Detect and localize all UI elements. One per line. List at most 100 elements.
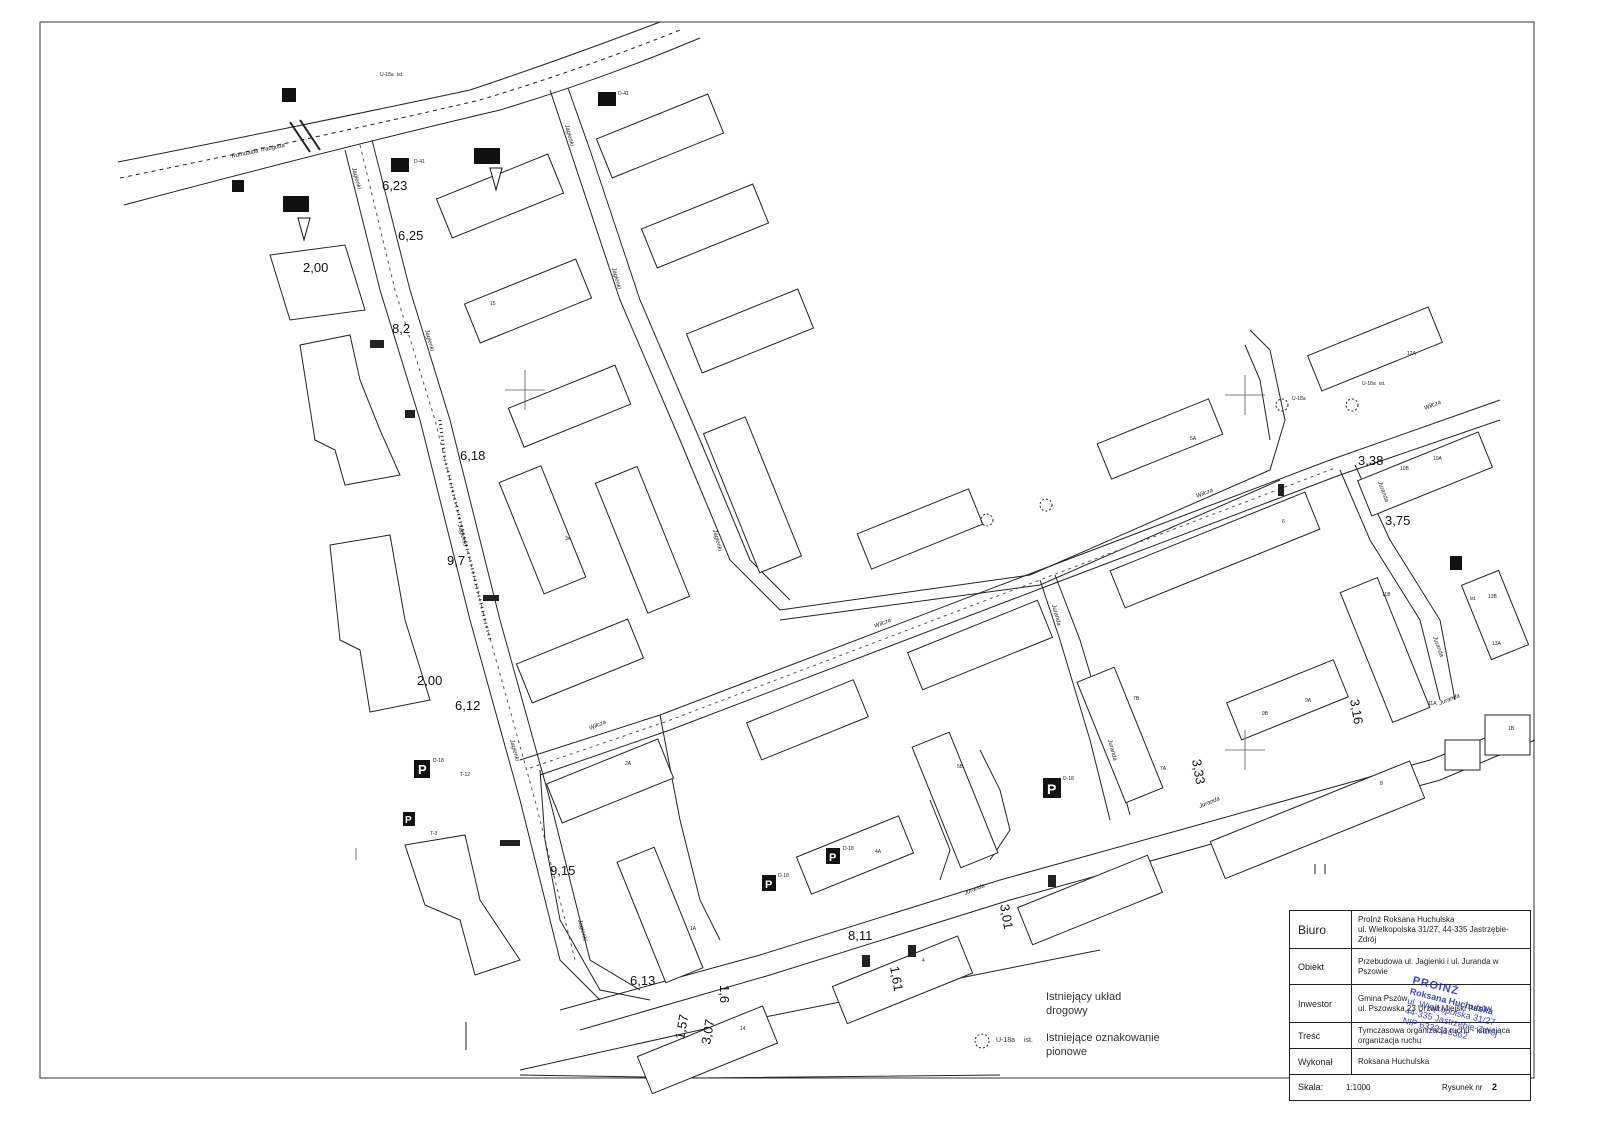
rysunek-value: 2: [1492, 1082, 1498, 1092]
svg-text:P: P: [1047, 781, 1056, 797]
svg-text:13A: 13A: [1492, 641, 1502, 647]
svg-text:D-18: D-18: [433, 758, 444, 764]
svg-text:13B: 13B: [1488, 594, 1498, 600]
street-label: Juranda: [1106, 738, 1118, 762]
svg-text:9B: 9B: [1262, 711, 1269, 717]
dim-label: 3,38: [1358, 453, 1383, 468]
street-label: Romualda Traugutta: [231, 143, 286, 160]
street-label: Jagienki: [456, 523, 468, 547]
legend-existing-signs: Istniejące oznakowanie pionowe: [1046, 1032, 1160, 1058]
biuro-label: Biuro: [1290, 911, 1352, 948]
svg-text:9A: 9A: [1305, 698, 1312, 704]
wilcza-road: [519, 399, 1501, 776]
dim-label: 3,16: [1347, 698, 1366, 726]
street-label: Jagienki: [711, 528, 723, 552]
dim-label: 1,6: [717, 985, 732, 1003]
biuro-value-line1: ProInż Roksana Huchulska: [1358, 914, 1455, 924]
svg-text:U-18a: U-18a: [1292, 396, 1306, 402]
svg-text:8: 8: [1380, 781, 1383, 787]
title-row-biuro: Biuro ProInż Roksana Huchulska ul. Wielk…: [1290, 911, 1530, 949]
svg-text:7B: 7B: [1133, 696, 1140, 702]
dim-label: 3,01: [997, 903, 1016, 931]
dim-label: 2,00: [303, 260, 328, 275]
building-numbers: 1B 1A 2A 3A 4 4A 5A 5B 6 7A 7B 8 9A 9B 1…: [490, 301, 1515, 1032]
svg-text:D-41: D-41: [414, 159, 425, 165]
svg-text:ist.: ist.: [397, 72, 403, 78]
legend-sign-suffix: ist.: [1024, 1037, 1033, 1044]
obiekt-value: Przebudowa ul. Jagienki i ul. Juranda w …: [1358, 956, 1499, 976]
dim-label: 8,11: [848, 928, 872, 943]
obiekt-label: Obiekt: [1290, 949, 1352, 984]
dim-label: 1,61: [887, 965, 906, 993]
left-buildings: [269, 244, 521, 976]
jagienki-road: [344, 139, 641, 1001]
buildings: [435, 93, 1531, 1095]
dim-label: 9,7: [447, 553, 465, 568]
svg-text:12A: 12A: [1407, 351, 1417, 357]
svg-text:11A: 11A: [1428, 701, 1437, 707]
dim-label: 1,57: [672, 1013, 691, 1041]
svg-text:ist.: ist.: [1379, 381, 1385, 387]
svg-text:D-18: D-18: [1063, 776, 1074, 782]
svg-text:14: 14: [740, 1026, 746, 1032]
inwestor-value-line1: Gmina Pszów: [1358, 993, 1408, 1003]
inwestor-value: Gmina Pszów ul. Pszowska 23 Urząd Miejsk…: [1358, 985, 1526, 1022]
dim-label: 8,2: [392, 321, 410, 336]
street-label: Wilcza: [874, 617, 893, 629]
title-row-tresc: Treść Tymczasowa organizacja ruchu - ist…: [1290, 1023, 1530, 1049]
title-row-inwestor: Inwestor Gmina Pszów ul. Pszowska 23 Urz…: [1290, 985, 1530, 1023]
legend-sign-code: U-18a: [996, 1037, 1016, 1044]
svg-text:P: P: [765, 879, 772, 891]
svg-text:U-18a: U-18a: [380, 72, 394, 78]
crosshair-marks: [355, 370, 1265, 860]
svg-text:2A: 2A: [625, 761, 632, 767]
sign-code-labels: D-41 D-41 D-18 D-18 D-18 D-18 T-12 T-3 U…: [380, 72, 1476, 879]
dim-label: 3,07: [698, 1018, 717, 1046]
skala-label: Skala:: [1298, 1082, 1324, 1092]
svg-text:3A: 3A: [565, 536, 572, 542]
svg-text:D-18: D-18: [843, 846, 854, 852]
biuro-value: ProInż Roksana Huchulska ul. Wielkopolsk…: [1358, 911, 1526, 948]
svg-text:6: 6: [1282, 519, 1285, 525]
svg-text:11B: 11B: [1382, 592, 1391, 598]
title-block: Biuro ProInż Roksana Huchulska ul. Wielk…: [1289, 910, 1531, 1101]
legend-u18a-marker: [974, 1033, 990, 1049]
parking-signs: P P P P P: [403, 556, 1462, 891]
svg-text:T-3: T-3: [430, 831, 437, 837]
svg-text:5A: 5A: [1190, 436, 1197, 442]
dim-label: 3,33: [1189, 758, 1208, 786]
svg-text:D-18: D-18: [778, 873, 789, 879]
street-label: Jagienki: [423, 328, 435, 352]
svg-text:T-12: T-12: [460, 772, 470, 778]
legend-existing-layout: Istniejący układ drogowy: [1046, 991, 1122, 1017]
misc-marks: [465, 864, 1326, 1050]
skala-value: 1:1000: [1346, 1083, 1371, 1092]
rysunek-label: Rysunek nr: [1442, 1083, 1483, 1092]
svg-text:10A: 10A: [1433, 456, 1443, 462]
svg-text:P: P: [829, 852, 836, 864]
inwestor-value-line2: ul. Pszowska 23 Urząd Miejski Pszów: [1358, 1003, 1492, 1013]
dim-label: 6,23: [382, 178, 407, 193]
inwestor-label: Inwestor: [1290, 985, 1352, 1022]
street-label: Juranda: [1050, 603, 1062, 627]
dim-label: 9,15: [550, 863, 575, 878]
svg-text:D-41: D-41: [618, 91, 629, 97]
svg-text:ist.: ist.: [1470, 596, 1476, 602]
dim-label: 6,25: [398, 228, 423, 243]
street-label: Wilcza: [1424, 399, 1443, 411]
street-label: Jagienki: [350, 166, 362, 190]
dim-label: 6,18: [460, 448, 485, 463]
title-row-wykonal: Wykonał Roksana Huchulska: [1290, 1049, 1530, 1075]
svg-text:4A: 4A: [875, 849, 882, 855]
svg-text:1A: 1A: [690, 926, 697, 932]
svg-text:5B: 5B: [957, 764, 964, 770]
svg-text:10B: 10B: [1400, 466, 1410, 472]
street-label: Juranda: [1198, 796, 1222, 810]
lower-loop-road: [539, 714, 1011, 1001]
street-label: Juranda: [1431, 635, 1445, 659]
svg-text:7A: 7A: [1160, 766, 1167, 772]
u18a-sign-markers: [980, 398, 1359, 527]
sheet-frame: [39, 21, 1535, 1079]
dim-label: 6,12: [455, 698, 480, 713]
